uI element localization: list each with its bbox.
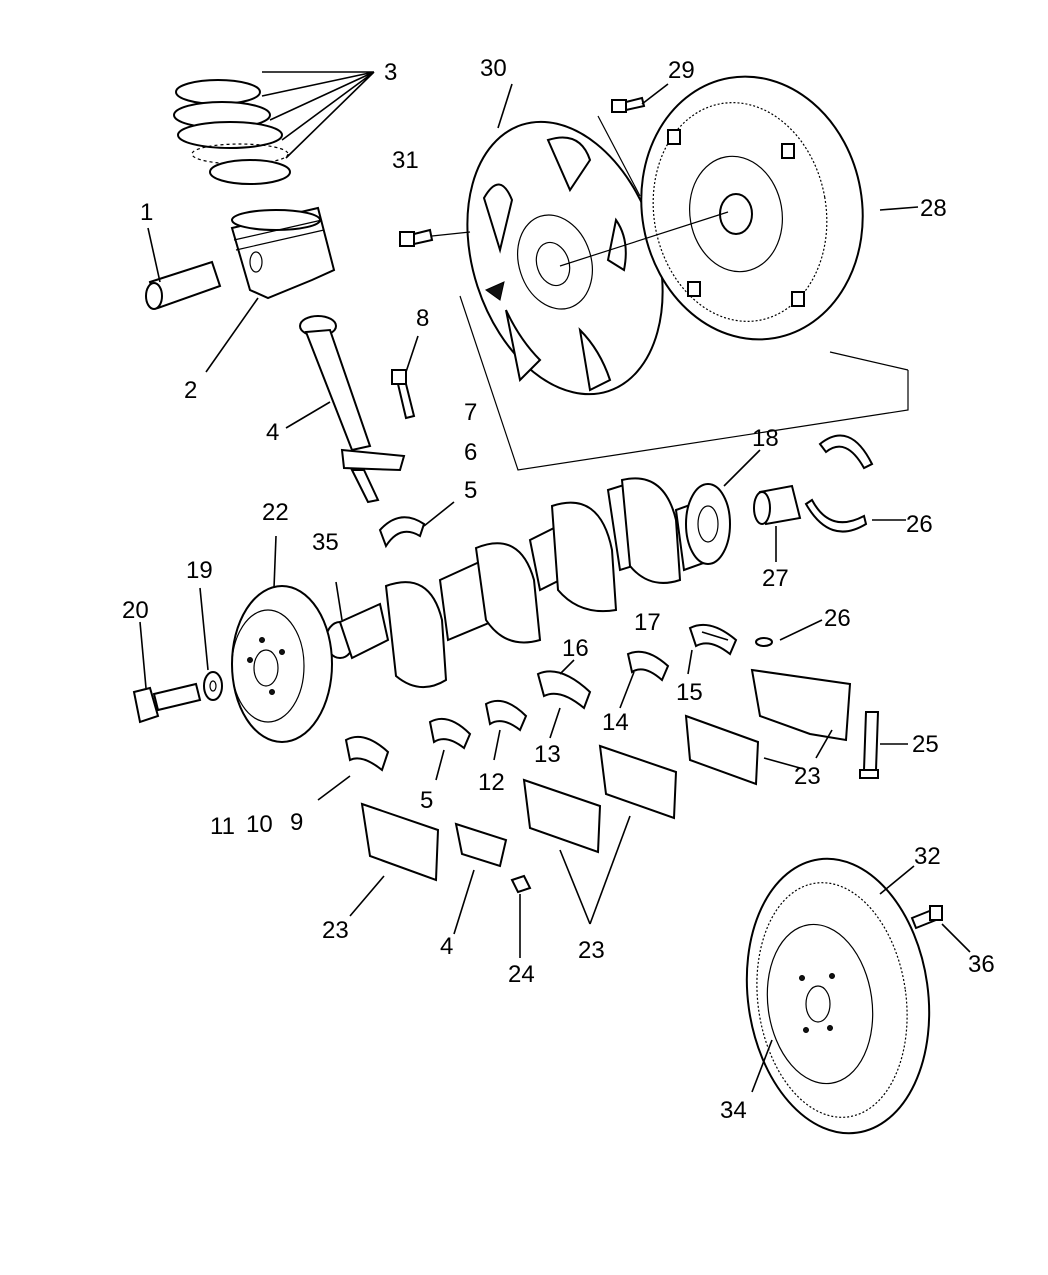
callout-1: 1 <box>140 199 153 226</box>
callout-19: 19 <box>186 557 213 584</box>
connecting-rod <box>299 315 406 504</box>
callout-5-upper: 5 <box>464 477 477 504</box>
callout-17: 17 <box>634 609 661 636</box>
thrust-washer-lower <box>804 498 868 533</box>
callout-labels: 3 1 2 4 8 7 6 5 30 29 31 28 18 26 27 26 … <box>122 55 995 1124</box>
flywheel <box>745 857 931 1135</box>
callout-28: 28 <box>920 195 947 222</box>
main-bearing-caps <box>360 668 852 882</box>
callout-4-rod: 4 <box>266 419 279 446</box>
callout-35: 35 <box>312 529 339 556</box>
flywheel-bolt <box>910 905 943 930</box>
cap-bolt <box>859 711 880 779</box>
callout-6: 6 <box>464 439 477 466</box>
torque-converter <box>640 75 864 341</box>
callout-26-pin: 26 <box>824 605 851 632</box>
callout-5-lower: 5 <box>420 787 433 814</box>
pilot-bushing <box>753 484 802 526</box>
damper-bolt <box>132 682 202 724</box>
callout-14: 14 <box>602 709 629 736</box>
damper-washer <box>203 671 223 701</box>
callout-20: 20 <box>122 597 149 624</box>
callout-7: 7 <box>464 399 477 426</box>
callout-36: 36 <box>968 951 995 978</box>
callout-4-cap: 4 <box>440 933 453 960</box>
callout-27: 27 <box>762 565 789 592</box>
crankshaft <box>325 477 731 688</box>
callout-24: 24 <box>508 961 535 988</box>
callout-23-center: 23 <box>578 937 605 964</box>
leader-lines <box>139 71 971 1093</box>
callout-13: 13 <box>534 741 561 768</box>
main-bearing-shells <box>344 624 738 772</box>
callout-26-washer: 26 <box>906 511 933 538</box>
callout-11: 11 <box>210 813 235 840</box>
callout-30: 30 <box>480 55 507 82</box>
callout-8: 8 <box>416 305 429 332</box>
callout-22: 22 <box>262 499 289 526</box>
callout-23-right: 23 <box>794 763 821 790</box>
callout-16: 16 <box>562 635 589 662</box>
callout-12: 12 <box>478 769 505 796</box>
callout-29: 29 <box>668 57 695 84</box>
callout-2: 2 <box>184 377 197 404</box>
drive-plate <box>466 120 664 396</box>
piston-pin <box>145 260 222 310</box>
vibration-damper <box>231 585 333 743</box>
keyway-pin <box>755 637 773 647</box>
callout-23-left: 23 <box>322 917 349 944</box>
rod-bolt <box>391 369 416 420</box>
callout-31: 31 <box>392 147 419 174</box>
piston-rings <box>173 79 291 185</box>
assembly-lines <box>431 115 909 471</box>
callout-9: 9 <box>290 809 303 836</box>
rod-bearing-upper <box>378 516 426 549</box>
callout-25: 25 <box>912 731 939 758</box>
callout-3: 3 <box>384 59 397 86</box>
thrust-washer-upper <box>818 434 874 470</box>
callout-18: 18 <box>752 425 779 452</box>
callout-32: 32 <box>914 843 941 870</box>
callout-10: 10 <box>246 811 273 838</box>
callout-34: 34 <box>720 1097 747 1124</box>
rod-nut <box>510 874 532 894</box>
converter-bolt <box>611 96 646 113</box>
piston <box>230 206 336 300</box>
drive-plate-bolt <box>399 228 434 247</box>
callout-15: 15 <box>676 679 703 706</box>
